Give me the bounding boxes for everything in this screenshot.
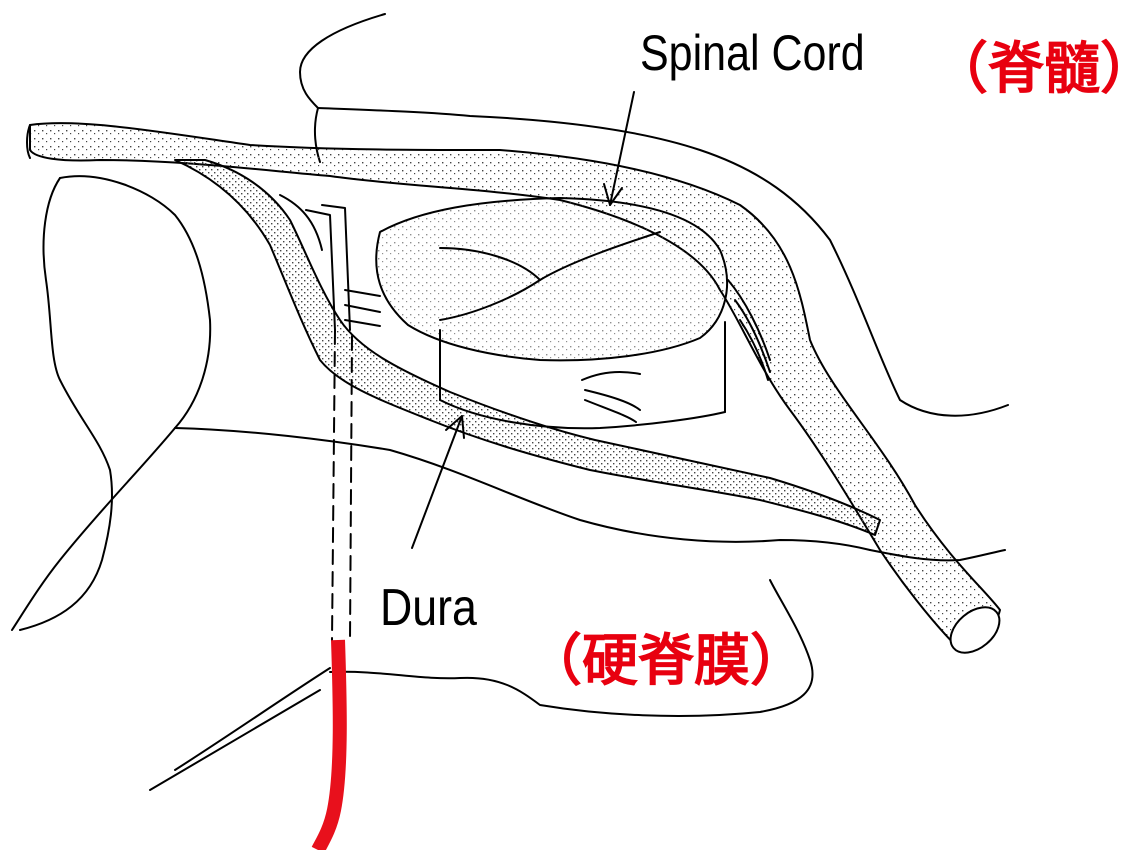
- spinal-cord-top: [376, 198, 727, 360]
- spinal-cord-label: Spinal Cord: [640, 24, 865, 82]
- spinal-cord-chinese-label: （脊髓）: [932, 24, 1144, 105]
- catheter-needle: [318, 640, 340, 850]
- dura-arrow: [412, 416, 462, 548]
- upper-lamina-outline: [300, 14, 385, 162]
- vertebral-body-outline: [20, 178, 112, 630]
- needle-path-dashed-1: [332, 330, 335, 640]
- dura-label: Dura: [380, 578, 477, 638]
- dura-chinese-label: （硬脊膜）: [526, 616, 806, 697]
